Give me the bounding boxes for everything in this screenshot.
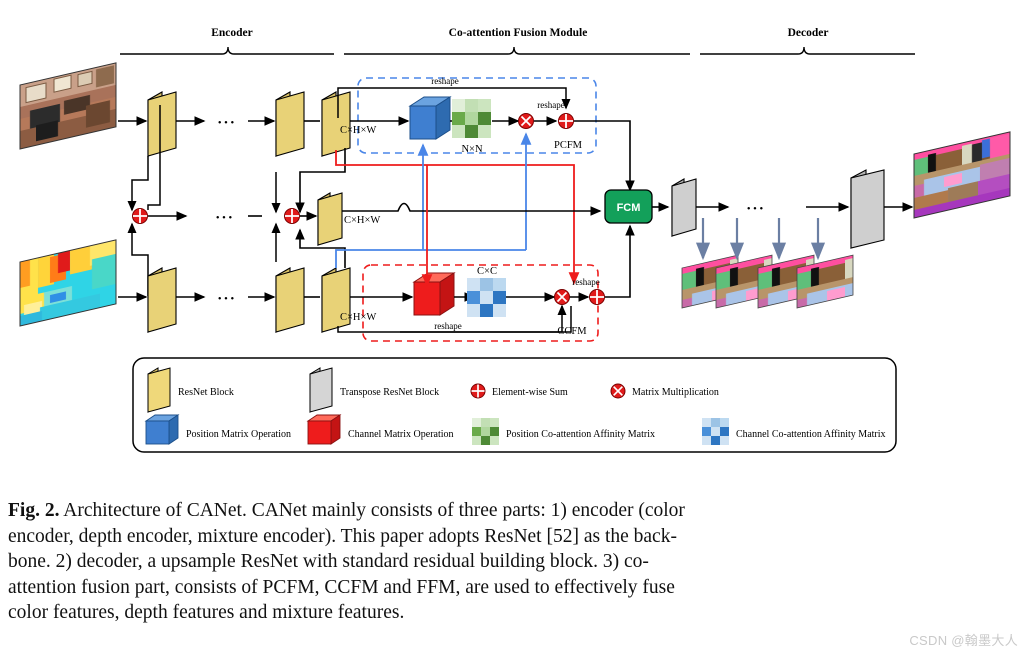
legend-item-matrix-multiplication: Matrix Multiplication [610,383,719,399]
legend-label-transpose-resnet-block: Transpose ResNet Block [340,387,439,398]
ellipsis-depth-branch: • • • [218,294,235,305]
channel-affinity-matrix [467,278,506,317]
section-title-cofusion: Co-attention Fusion Module [449,27,588,39]
caption-line-3: bone. 2) decoder, a upsample ResNet with… [8,551,649,572]
section-encoder: Encoder [120,27,334,55]
position-matrix-operation-cube [408,96,452,140]
legend-item-element-wise-sum: Element-wise Sum [470,383,568,399]
legend-label-matrix-multiplication: Matrix Multiplication [632,387,719,398]
section-title-decoder: Decoder [788,27,829,39]
ccfm-label: CCFM [557,326,587,337]
caption-line-5: color features, depth features and mixtu… [8,602,405,623]
caption-line-1-text: Architecture of CANet. CANet mainly cons… [63,500,685,521]
ccfm-matrix-multiplication [554,289,570,305]
color-branch-tensor-label: C×H×W [340,125,376,136]
figure-canvas: Encoder Co-attention Fusion Module Decod… [19,27,1011,453]
pcfm-skip-reshape-label: reshape [431,76,458,86]
ccfm-element-wise-sum [589,289,605,305]
figure-caption: Fig. 2. Architecture of CANet. CANet mai… [8,498,1022,626]
ellipsis-decoder-branch: • • • [747,204,764,215]
resnet-block-color-3 [321,91,351,157]
legend-label-channel-matrix-operation: Channel Matrix Operation [348,429,454,440]
depth-input-image [19,239,117,327]
legend-item-transpose-resnet-block: Transpose ResNet Block [309,367,439,413]
transpose-resnet-block-2 [850,169,885,249]
ccfm-skip-reshape-label: reshape [434,321,461,331]
legend-label-resnet-block: ResNet Block [178,387,234,398]
position-affinity-matrix [452,99,491,138]
channel-matrix-operation-cube [412,272,456,316]
watermark: CSDN @翰墨大人 [909,633,1018,648]
resnet-block-mixture [317,192,343,246]
transpose-resnet-block-1 [671,178,697,237]
pcfm-out-reshape-label: reshape [537,100,564,110]
mixture-branch-tensor-label: C×H×W [344,215,380,226]
caption-line-2: encoder, depth encoder, mixture encoder)… [8,525,677,547]
ellipsis-mixture-branch: • • • [216,213,233,224]
caption-line-4: attention fusion part, consists of PCFM,… [8,576,675,598]
legend-item-position-matrix-operation: Position Matrix Operation [144,414,291,445]
resnet-block-color-1 [147,91,177,157]
legend-label-element-wise-sum: Element-wise Sum [492,387,568,398]
resnet-block-depth-3 [321,267,351,333]
final-segmentation-output [913,131,1011,219]
legend-item-position-affinity-matrix: Position Co-attention Affinity Matrix [472,418,655,445]
pcfm-element-wise-sum [558,113,574,129]
resnet-block-depth-2 [275,267,305,333]
legend-item-channel-affinity-matrix: Channel Co-attention Affinity Matrix [702,418,886,445]
color-input-image [19,62,117,150]
legend-item-channel-matrix-operation: Channel Matrix Operation [306,414,454,445]
legend-label-position-matrix-operation: Position Matrix Operation [186,429,291,440]
legend-label-position-affinity-matrix: Position Co-attention Affinity Matrix [506,429,655,440]
channel-affinity-size-label: C×C [477,266,497,277]
section-title-encoder: Encoder [211,27,253,39]
fcm-label: FCM [617,202,641,214]
legend-label-channel-affinity-matrix: Channel Co-attention Affinity Matrix [736,429,886,440]
depth-branch-tensor-label: C×H×W [340,312,376,323]
section-decoder: Decoder [700,27,915,55]
ccfm-boundary [362,264,599,342]
ellipsis-color-branch: • • • [218,118,235,129]
pcfm-boundary [357,77,597,154]
pcfm-label: PCFM [554,140,583,151]
mixture-sum-1 [132,208,148,224]
decoder-side-outputs [681,218,854,309]
caption-line-1: Fig. 2. Architecture of CANet. CANet mai… [8,498,1022,524]
fcm-module[interactable]: FCM [604,189,653,224]
section-cofusion: Co-attention Fusion Module [344,27,690,55]
caption-figure-label: Fig. 2. [8,500,60,521]
ccfm-out-reshape-label: reshape [572,277,599,287]
pcfm-matrix-multiplication [518,113,534,129]
architecture-diagram: Encoder Co-attention Fusion Module Decod… [19,27,1011,453]
legend-item-resnet-block: ResNet Block [147,367,234,413]
mixture-sum-2 [284,208,300,224]
resnet-block-depth-1 [147,267,177,333]
position-affinity-size-label: N×N [461,144,483,155]
resnet-block-color-2 [275,91,305,157]
